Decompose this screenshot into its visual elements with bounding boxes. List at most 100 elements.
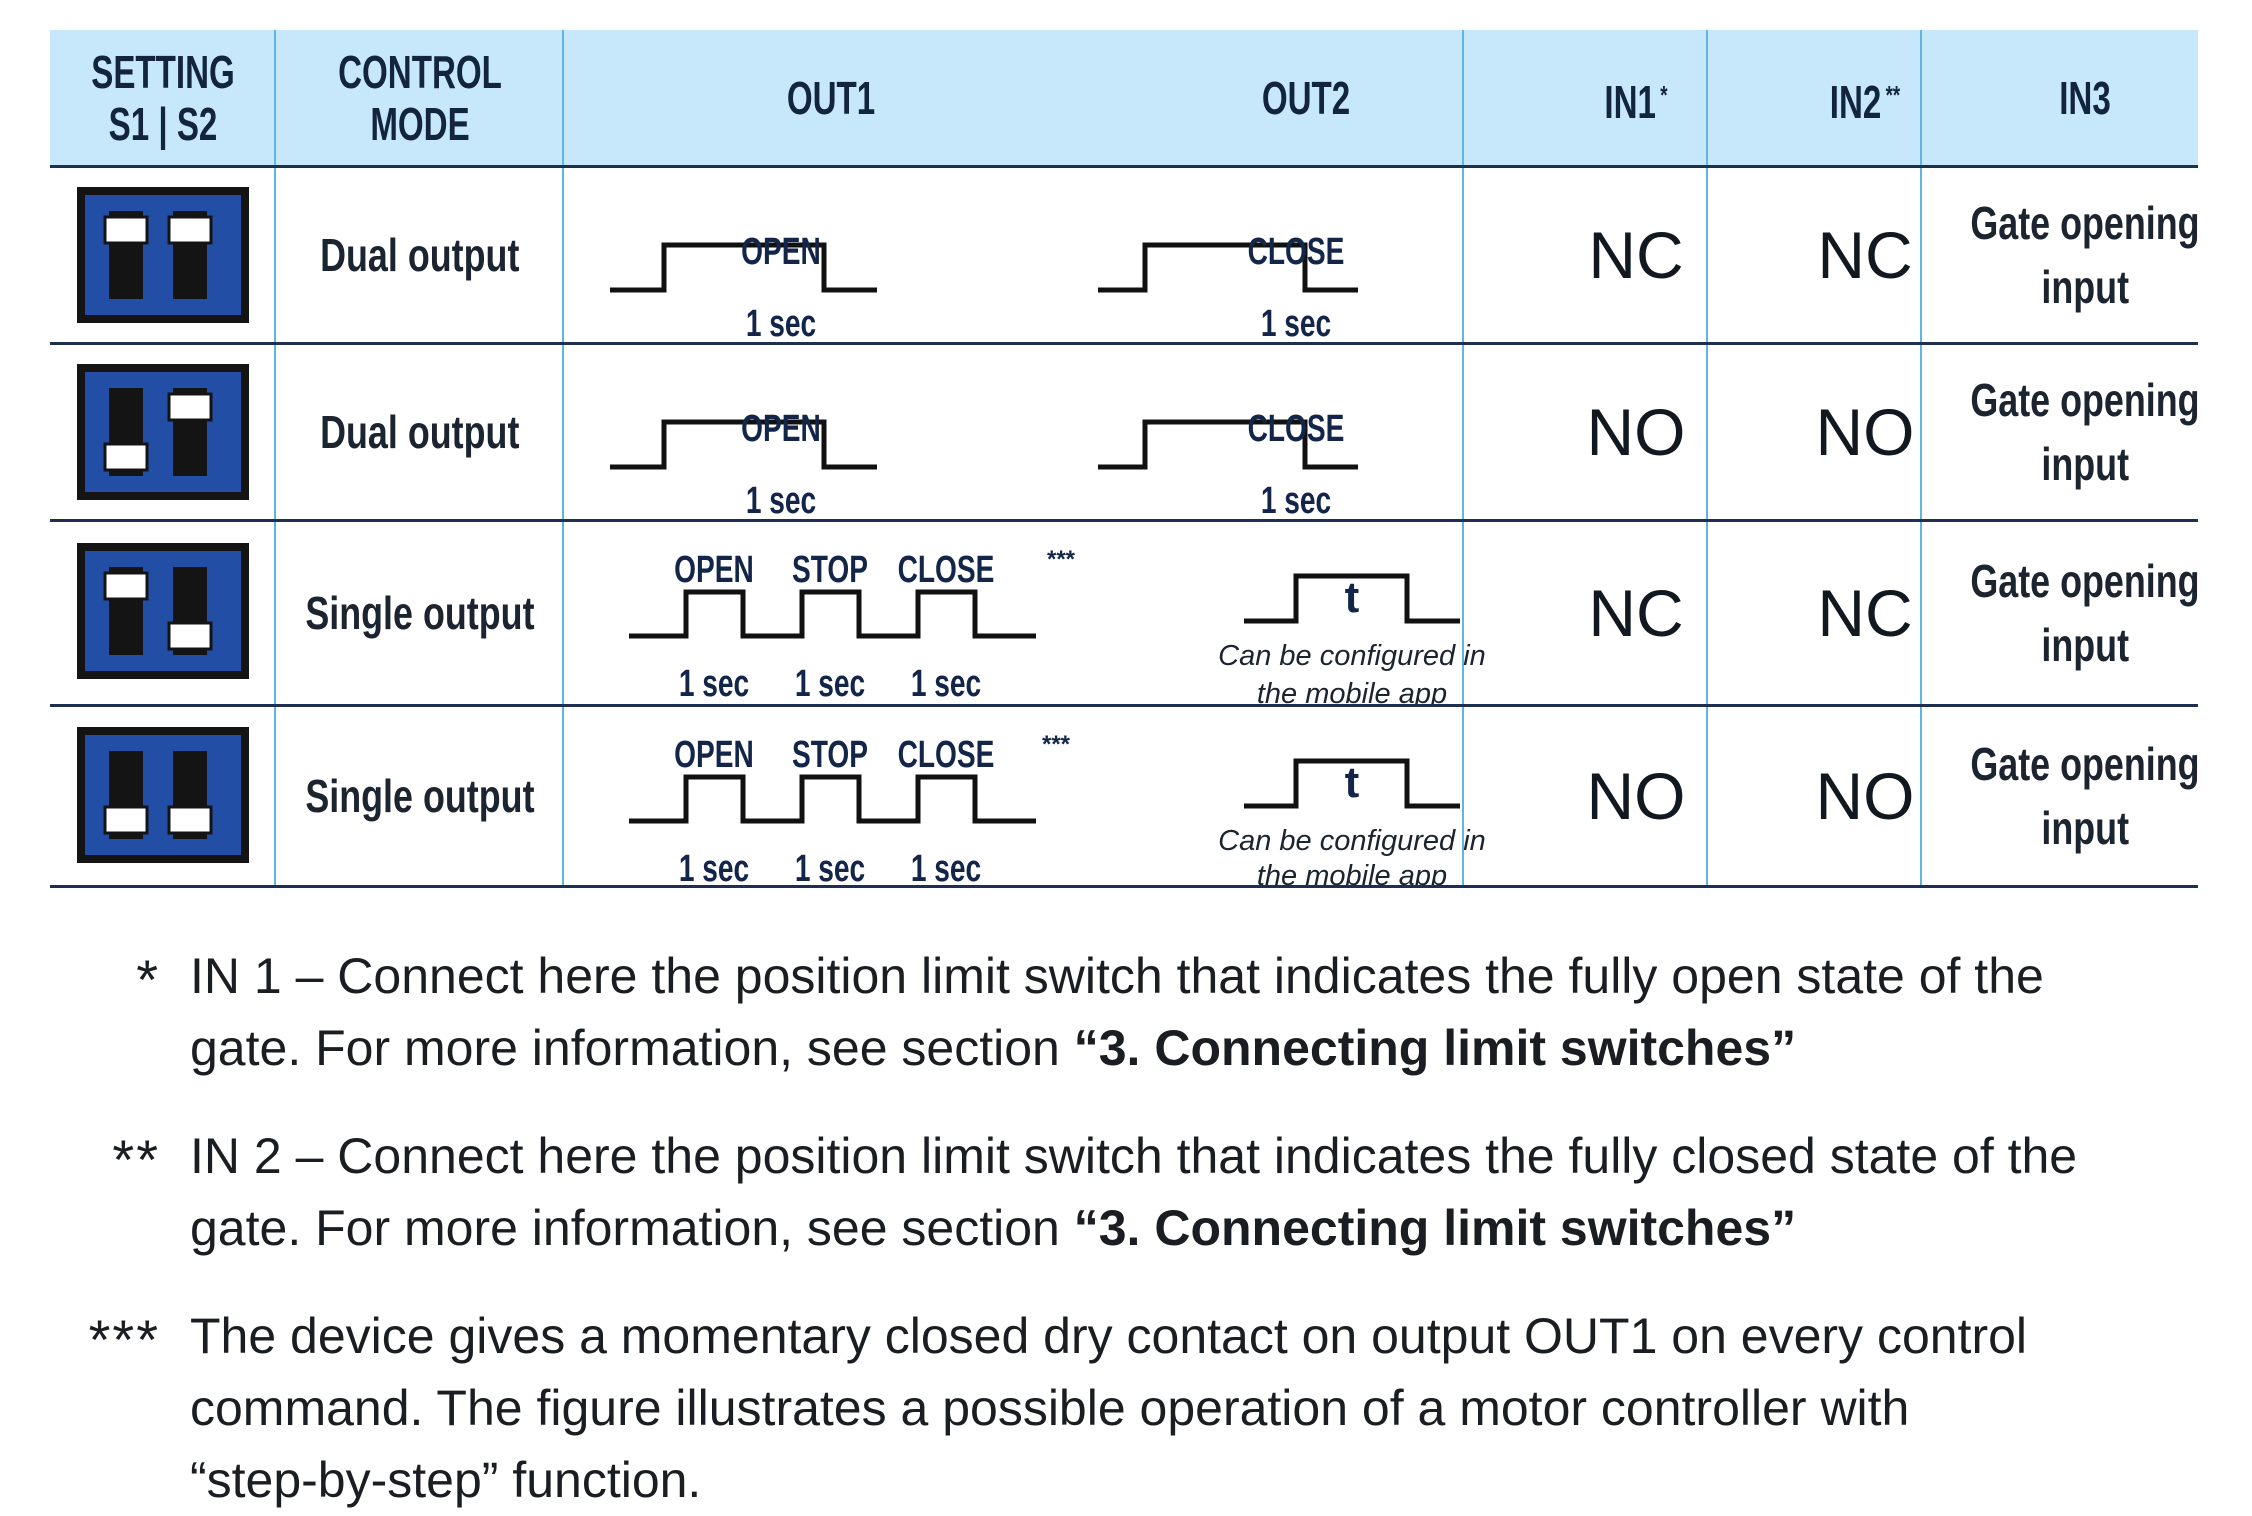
header-in2: IN2**	[1788, 30, 1942, 166]
pulse-duration: 1 sec	[746, 303, 816, 342]
pulse-waveform	[610, 242, 877, 293]
in2-cell: NC	[1758, 168, 1972, 342]
header-in1: IN1*	[1548, 30, 1724, 166]
in3-label-line1: Gate opening	[1970, 555, 2200, 607]
footnote-text: gate. For more information, see section	[190, 1020, 1074, 1076]
column-divider	[562, 30, 564, 888]
section-reference: “3. Connecting limit switches”	[1073, 1200, 1797, 1256]
out2-pulse-diagram: CLOSE 1 sec	[1098, 408, 1358, 519]
row-divider	[50, 342, 2198, 345]
pulse-waveform	[1098, 242, 1358, 293]
row-divider	[50, 885, 2198, 888]
header-out1: OUT1	[639, 30, 1023, 166]
out2-timed-pulse-diagram: t Can be configured in the mobile app	[1218, 758, 1486, 885]
header-setting-line2: S1 | S2	[108, 98, 218, 150]
in3-cell: Gate opening input	[1970, 707, 2200, 885]
control-mode-label: Single output	[305, 587, 535, 639]
row-divider	[50, 165, 2198, 168]
config-note-line2: the mobile app	[1257, 860, 1447, 885]
footnote-mark: ***	[88, 1308, 160, 1371]
pulse-duration: 1 sec	[679, 663, 749, 704]
pulse-duration: 1 sec	[679, 848, 749, 885]
footnote-line: IN 1 – Connect here the position limit s…	[190, 948, 2044, 1004]
pulse-label: CLOSE	[1248, 231, 1345, 273]
pulse-duration: 1 sec	[911, 663, 981, 704]
footnote-line: IN 2 – Connect here the position limit s…	[190, 1128, 2078, 1184]
pulse-label-open: OPEN	[674, 549, 754, 591]
pulse-waveform	[1098, 419, 1358, 470]
header-in1-label: IN1	[1604, 75, 1656, 128]
in3-label-line2: input	[2041, 438, 2129, 490]
pulse-label-close: CLOSE	[898, 549, 995, 591]
pulse-time-label: t	[1345, 758, 1360, 807]
config-note-line1: Can be configured in	[1218, 640, 1486, 672]
in1-cell: NC	[1514, 168, 1758, 342]
config-note-line2: the mobile app	[1257, 678, 1447, 704]
in3-cell: Gate opening input	[1970, 522, 2200, 704]
column-divider	[1706, 30, 1708, 888]
row-divider	[50, 704, 2198, 707]
in3-label-line1: Gate opening	[1970, 738, 2200, 790]
dip-switch-icon	[77, 543, 249, 679]
in1-cell: NO	[1514, 345, 1758, 519]
out1-pulse-diagram: OPEN 1 sec	[610, 231, 877, 342]
pulse-waveform	[629, 589, 1036, 639]
pulse-waveform	[1244, 573, 1460, 624]
in3-label-line2: input	[2041, 261, 2129, 313]
header-setting-line1: SETTING	[91, 46, 235, 98]
in1-cell: NC	[1514, 522, 1758, 704]
in3-label-line2: input	[2041, 802, 2129, 854]
footnote-line: gate. For more information, see section …	[190, 1012, 2250, 1084]
out1-pulse-diagram: OPEN 1 sec	[610, 408, 877, 519]
column-divider	[1920, 30, 1922, 888]
in2-state: NO	[1815, 395, 1915, 469]
pulse-duration: 1 sec	[1261, 480, 1331, 519]
in1-state: NO	[1586, 395, 1686, 469]
in2-state: NC	[1817, 576, 1913, 650]
pulse-time-label: t	[1345, 573, 1360, 622]
in3-label-line1: Gate opening	[1970, 197, 2200, 249]
in1-state: NC	[1588, 576, 1684, 650]
header-mode-line2: MODE	[370, 98, 470, 150]
in1-state: NC	[1588, 218, 1684, 292]
control-mode-cell: Single output	[276, 707, 564, 885]
pulse-duration: 1 sec	[795, 848, 865, 885]
control-mode-cell: Dual output	[276, 345, 564, 519]
footnote-mark: ***	[1047, 546, 1076, 573]
header-in2-label: IN2	[1829, 75, 1882, 128]
in2-cell: NC	[1758, 522, 1972, 704]
out2-pulse-diagram: CLOSE 1 sec	[1098, 231, 1358, 342]
header-setting: SETTING S1 | S2	[82, 30, 245, 166]
dip-switch-icon	[77, 364, 249, 500]
header-in3: IN3	[2004, 30, 2167, 166]
header-control-mode: CONTROL MODE	[316, 30, 523, 166]
pulse-label-open: OPEN	[674, 734, 754, 776]
column-divider	[274, 30, 276, 888]
pulse-label-stop: STOP	[792, 734, 868, 776]
pulse-label: CLOSE	[1248, 408, 1345, 450]
footnote-line: “step-by-step” function.	[190, 1452, 702, 1508]
pulse-duration: 1 sec	[911, 848, 981, 885]
control-mode-label: Dual output	[320, 406, 520, 458]
in1-cell: NO	[1514, 707, 1758, 885]
dip-switch-icon	[77, 727, 249, 863]
control-mode-label: Dual output	[320, 229, 520, 281]
pulse-duration: 1 sec	[1261, 303, 1331, 342]
pulse-label-stop: STOP	[792, 549, 868, 591]
pulse-waveform	[1244, 758, 1460, 809]
dip-switch-icon	[77, 187, 249, 323]
footnote-mark: **	[112, 1128, 160, 1191]
footnote-line: gate. For more information, see section …	[190, 1192, 2250, 1264]
row-divider	[50, 519, 2198, 522]
out1-pulse-train-diagram: OPEN STOP CLOSE 1 sec 1 sec 1 sec ***	[629, 731, 1071, 885]
pulse-duration: 1 sec	[795, 663, 865, 704]
column-divider	[1462, 30, 1464, 888]
header-in2-mark: **	[1885, 79, 1901, 110]
footnote-text: gate. For more information, see section	[190, 1200, 1074, 1256]
in3-label-line1: Gate opening	[1970, 374, 2200, 426]
control-mode-cell: Dual output	[276, 168, 564, 342]
control-mode-label: Single output	[305, 770, 535, 822]
in3-label-line2: input	[2041, 619, 2129, 671]
in2-state: NC	[1817, 218, 1913, 292]
pulse-waveform	[629, 774, 1036, 824]
